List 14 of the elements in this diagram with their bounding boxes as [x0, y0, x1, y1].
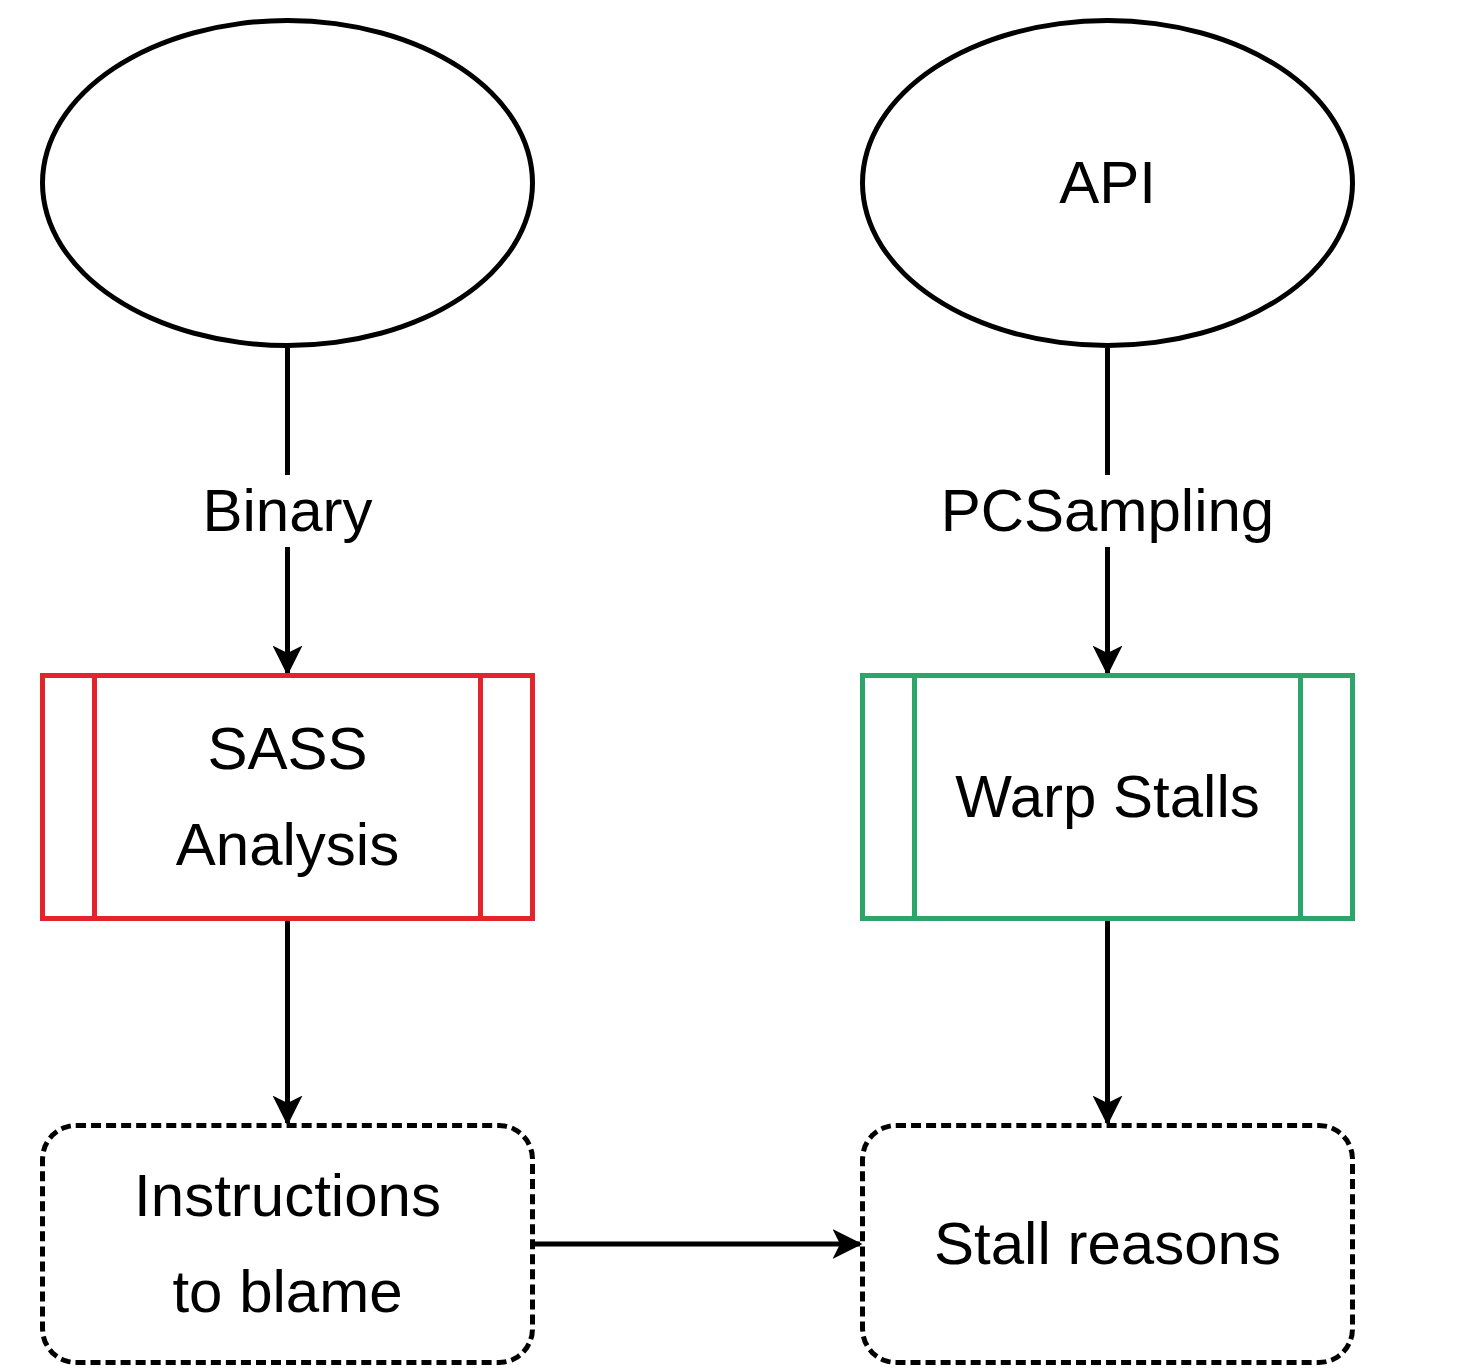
subprocess-box — [40, 673, 535, 921]
node-label: Stall reasons — [933, 1209, 1282, 1279]
node-label: SASS Analysis — [174, 714, 401, 880]
arrow — [535, 1229, 863, 1259]
dashed-rounded-box — [860, 1123, 1355, 1365]
arrow — [1092, 921, 1123, 1126]
ellipse-node — [40, 18, 535, 348]
subprocess-box — [860, 673, 1355, 921]
arrow — [272, 921, 303, 1126]
node-label: Instructions to blame — [133, 1161, 442, 1327]
node-label: Warp Stalls — [954, 762, 1261, 832]
node-label: API — [1058, 148, 1157, 218]
dashed-rounded-box — [40, 1123, 535, 1365]
ellipse-node — [860, 18, 1355, 348]
